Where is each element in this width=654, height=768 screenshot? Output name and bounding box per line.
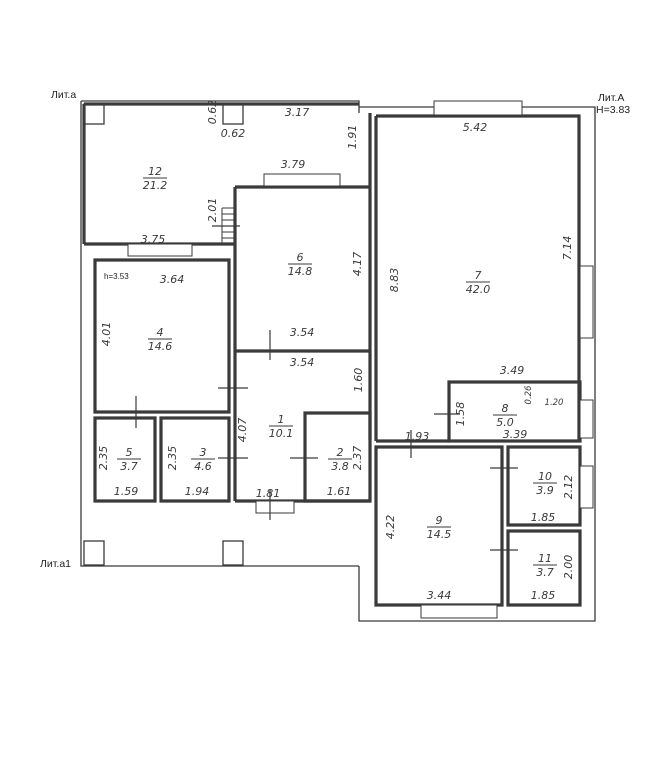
dimension-label: 3.64 <box>160 273 185 286</box>
dimension-label: 1.85 <box>531 589 556 602</box>
dimension-label: 3.39 <box>503 428 528 441</box>
dimension-label: 1.91 <box>346 125 359 150</box>
room-number: 10 <box>538 470 552 483</box>
dimension-label: 0.62 <box>221 127 246 140</box>
door-markers <box>135 225 518 551</box>
dimension-label: 2.12 <box>562 475 575 500</box>
room-area: 10.1 <box>269 427 294 440</box>
room-label-5: 53.7 <box>117 446 141 473</box>
room-label-4: 414.6 <box>148 326 173 353</box>
window <box>433 100 523 116</box>
dimension-label: 3.49 <box>500 364 525 377</box>
room-number: 4 <box>157 326 164 339</box>
dimension-label: 2.37 <box>351 446 364 471</box>
dimension-label: 4.22 <box>384 515 397 540</box>
room-area: 14.5 <box>427 528 452 541</box>
dimension-labels: 0.620.623.171.913.792.013.755.427.148.83… <box>97 100 575 602</box>
dimension-label: 3.44 <box>427 589 452 602</box>
room-label-2: 23.8 <box>328 446 352 473</box>
room-number: 11 <box>538 552 552 565</box>
window <box>579 399 594 439</box>
wall-outlines <box>80 100 596 622</box>
window <box>579 265 594 339</box>
room-number: 8 <box>502 402 509 415</box>
dimension-label: 2.35 <box>166 446 179 471</box>
room-label-11: 113.7 <box>533 552 557 579</box>
dimension-label: 1.81 <box>256 487 281 500</box>
room-label-7: 742.0 <box>466 269 491 296</box>
dimension-label: 2.00 <box>562 555 575 580</box>
room-label-8: 85.0 <box>493 402 517 429</box>
lit-a-label: Лит.а <box>51 89 76 101</box>
room-number: 3 <box>200 446 207 459</box>
dimension-label: 5.42 <box>463 121 488 134</box>
dimension-label: 3.75 <box>141 233 166 246</box>
lit-A-label: Лит.А <box>598 92 624 104</box>
room-label-6: 614.8 <box>288 251 313 278</box>
dimension-label: 1.60 <box>352 368 365 393</box>
room-number: 7 <box>475 269 482 282</box>
room-area: 3.8 <box>331 460 349 473</box>
dimension-label: 3.54 <box>290 326 315 339</box>
dimension-label: 3.79 <box>281 158 306 171</box>
room-area: 3.7 <box>120 460 138 473</box>
room-area: 42.0 <box>466 283 491 296</box>
room-label-9: 914.5 <box>427 514 452 541</box>
room-number: 12 <box>148 165 162 178</box>
dimension-label: 3.17 <box>285 106 310 119</box>
lit-a1-label: Лит.а1 <box>40 558 71 570</box>
room-area: 14.6 <box>148 340 173 353</box>
dimension-label: 2.01 <box>206 198 219 223</box>
room-number: 6 <box>297 251 304 264</box>
dimension-label: 1.93 <box>405 430 430 443</box>
room-number: 9 <box>436 514 443 527</box>
dimension-label: 1.58 <box>454 402 467 427</box>
room-label-3: 34.6 <box>191 446 215 473</box>
room-label-10: 103.9 <box>533 470 557 497</box>
dimension-label: 0.62 <box>206 100 219 125</box>
room-number: 1 <box>278 413 285 426</box>
window <box>263 173 341 187</box>
height-A-label: Н=3.83 <box>596 104 630 116</box>
legend: Лит.а Лит.А Н=3.83 Лит.а1 h=3.53 <box>40 89 630 570</box>
dimension-label: 1.59 <box>114 485 139 498</box>
dimension-label: 7.14 <box>561 236 574 261</box>
room-area: 3.7 <box>536 566 554 579</box>
dimension-label: 1.20 <box>545 398 564 408</box>
room-label-1: 110.1 <box>269 413 294 440</box>
dimension-label: 8.83 <box>388 268 401 293</box>
dimension-label: 2.35 <box>97 446 110 471</box>
dimension-label: 0.26 <box>524 385 534 405</box>
entrance-door <box>255 500 295 514</box>
dimension-label: 3.54 <box>290 356 315 369</box>
windows <box>127 100 594 619</box>
dimension-label: 1.94 <box>185 485 210 498</box>
dimension-label: 4.17 <box>351 252 364 277</box>
window <box>579 465 594 509</box>
dimension-label: 4.01 <box>100 322 113 347</box>
dimension-label: 1.85 <box>531 511 556 524</box>
room-area: 4.6 <box>194 460 212 473</box>
window <box>127 243 193 257</box>
room-number: 5 <box>126 446 133 459</box>
room-area: 3.9 <box>536 484 554 497</box>
room-area: 21.2 <box>143 179 168 192</box>
room-number: 2 <box>337 446 344 459</box>
room-area: 14.8 <box>288 265 313 278</box>
dimension-label: 1.61 <box>327 485 352 498</box>
window <box>420 604 498 619</box>
posts <box>83 103 244 566</box>
dimension-label: 4.07 <box>236 418 249 443</box>
room-area: 5.0 <box>496 416 514 429</box>
ceiling-height-label: h=3.53 <box>104 272 129 281</box>
